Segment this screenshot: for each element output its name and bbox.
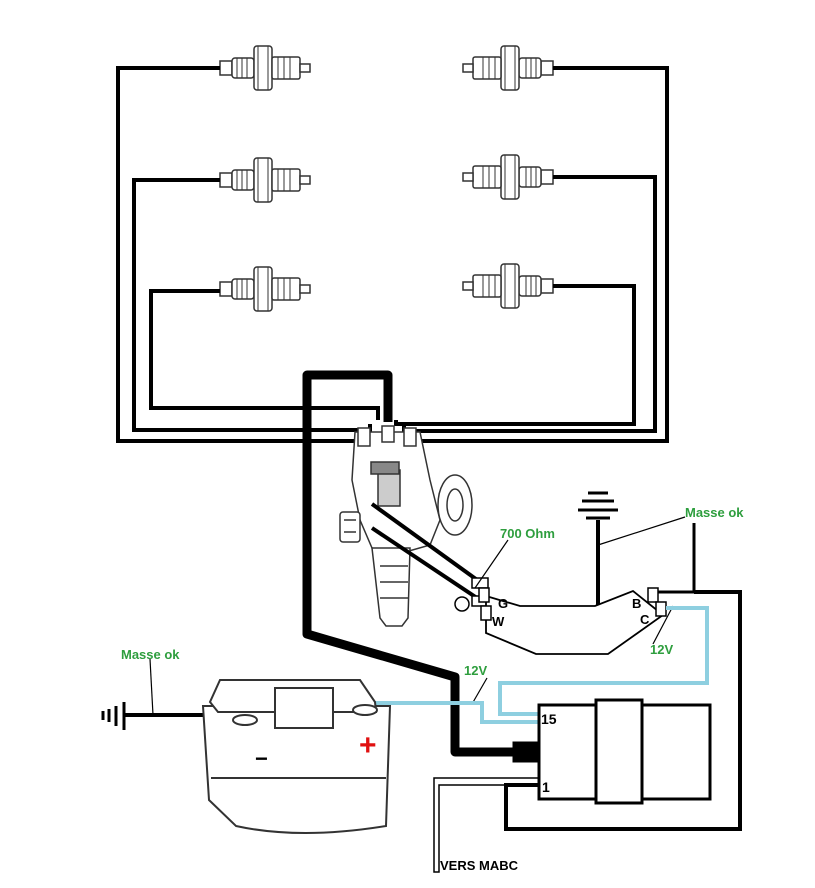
terminal-w-label: W [492,614,505,629]
battery-positive-label: + [359,729,377,762]
coil-terminal-1-label: 1 [542,779,550,795]
12v-module-label: 12V [650,642,673,657]
spark-plug-icon [462,154,554,200]
module-terminals [478,587,667,621]
masse-ok-battery-label: Masse ok [121,647,180,662]
spark-plugs [219,45,554,312]
vers-mabc-label: VERS MABC [440,858,519,873]
ohm-label: 700 Ohm [500,526,555,541]
masse-ok-module-label: Masse ok [685,505,744,520]
spark-plug-icon [462,263,554,309]
spark-plug-icon [462,45,554,91]
distributor-icon [339,425,473,627]
ground-symbol-icon [578,491,618,605]
terminal-c-label: C [640,612,650,627]
12v-wires [370,606,709,724]
terminal-g-label: G [498,596,508,611]
coil-high-tension-lead [302,370,515,757]
12v-battery-label: 12V [464,663,487,678]
spark-plug-icon [219,45,311,91]
spark-plug-icon [219,157,311,203]
module-ground-wire [658,523,696,594]
sensor-wires [370,502,482,602]
coil-terminal-15-label: 15 [541,711,557,727]
spark-plug-icon [219,266,311,312]
battery-icon [201,679,392,834]
annotation-leaders [149,516,686,716]
terminal-b-label: B [632,596,641,611]
vers-mabc-wire [433,777,539,873]
ignition-coil-icon [512,698,712,805]
battery-negative-label: − [255,746,268,771]
